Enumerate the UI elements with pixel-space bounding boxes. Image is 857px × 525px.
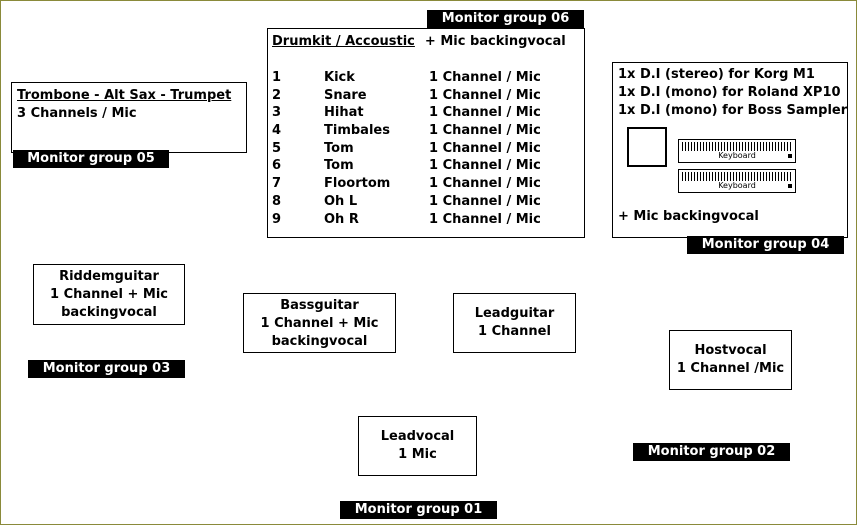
- monitor-group-01: Monitor group 01: [340, 501, 497, 519]
- drumkit-row: 5 Tom 1 Channel / Mic: [272, 140, 582, 158]
- drumkit-row-instrument: Snare: [324, 87, 367, 103]
- riddemguitar-box: Riddemguitar 1 Channel + Mic backingvoca…: [33, 264, 185, 325]
- drumkit-header: Drumkit / Accoustic + Mic backingvocal: [272, 34, 566, 49]
- drumkit-row-number: 9: [272, 211, 282, 227]
- drumkit-row-instrument: Tom: [324, 158, 354, 174]
- keys-backingvocal: + Mic backingvocal: [618, 209, 759, 224]
- leadvocal-title: Leadvocal: [380, 429, 455, 444]
- monitor-group-06: Monitor group 06: [427, 10, 584, 28]
- monitor-group-03: Monitor group 03: [28, 360, 185, 378]
- drumkit-row-instrument: Hihat: [324, 105, 364, 121]
- riddemguitar-vocal: backingvocal: [61, 305, 157, 320]
- keyboard-icon: Keyboard: [678, 169, 796, 193]
- bassguitar-vocal: backingvocal: [271, 334, 368, 349]
- drumkit-row-instrument: Oh R: [324, 211, 359, 227]
- drumkit-row: 3 Hihat 1 Channel / Mic: [272, 104, 582, 122]
- bassguitar-box: Bassguitar 1 Channel + Mic backingvocal: [243, 293, 396, 353]
- drumkit-row-channel: 1 Channel / Mic: [429, 123, 541, 139]
- drumkit-row-instrument: Floortom: [324, 176, 391, 192]
- drumkit-title: Drumkit / Accoustic: [272, 34, 415, 49]
- drumkit-row-number: 3: [272, 105, 282, 121]
- bassguitar-channel: 1 Channel + Mic: [260, 316, 379, 331]
- hostvocal-box: Hostvocal 1 Channel /Mic: [669, 330, 792, 390]
- drumkit-box: Drumkit / Accoustic + Mic backingvocal 1 K…: [267, 28, 585, 238]
- drumkit-row-channel: 1 Channel / Mic: [429, 211, 541, 227]
- drumkit-row-channel: 1 Channel / Mic: [429, 70, 541, 85]
- drumkit-row: 8 Oh L 1 Channel / Mic: [272, 193, 582, 211]
- drumkit-row-channel: 1 Channel / Mic: [429, 193, 541, 209]
- drumkit-row-channel: 1 Channel / Mic: [429, 176, 541, 192]
- drumkit-row-instrument: Kick: [324, 70, 355, 85]
- leadguitar-box: Leadguitar 1 Channel: [453, 293, 576, 353]
- drumkit-row-number: 7: [272, 176, 282, 192]
- drumkit-row: 9 Oh R 1 Channel / Mic: [272, 211, 582, 229]
- drumkit-row-instrument: Timbales: [324, 123, 390, 139]
- hostvocal-channel: 1 Channel /Mic: [676, 361, 785, 376]
- horns-box: Trombone - Alt Sax - Trumpet 3 Channels …: [11, 82, 247, 153]
- monitor-group-04: Monitor group 04: [687, 236, 844, 254]
- horns-channels: 3 Channels / Mic: [17, 106, 137, 121]
- drumkit-row-instrument: Oh L: [324, 193, 358, 209]
- bassguitar-title: Bassguitar: [280, 298, 359, 313]
- drumkit-row-number: 2: [272, 87, 282, 103]
- sampler-square-icon: [627, 127, 667, 167]
- keys-di-boss: 1x D.I (mono) for Boss Sampler: [618, 103, 848, 118]
- drumkit-row-instrument: Tom: [324, 140, 354, 156]
- monitor-group-05: Monitor group 05: [13, 150, 169, 168]
- hostvocal-title: Hostvocal: [694, 343, 767, 358]
- keyboard-label: Keyboard: [718, 151, 756, 160]
- drumkit-backingvocal: + Mic backingvocal: [424, 34, 566, 49]
- keys-di-roland: 1x D.I (mono) for Roland XP10: [618, 85, 841, 100]
- drumkit-row-channel: 1 Channel / Mic: [429, 158, 541, 174]
- leadguitar-title: Leadguitar: [474, 306, 555, 321]
- drumkit-row: 7 Floortom 1 Channel / Mic: [272, 175, 582, 193]
- drumkit-channel-list: 1 Kick 1 Channel / Mic 2 Snare 1 Channel / Mi…: [272, 69, 582, 228]
- monitor-group-02: Monitor group 02: [633, 443, 790, 461]
- drumkit-row-number: 1: [272, 70, 282, 85]
- keyboard-icon: Keyboard: [678, 139, 796, 163]
- drumkit-row-channel: 1 Channel / Mic: [429, 105, 541, 121]
- drumkit-row-number: 6: [272, 158, 282, 174]
- drumkit-row-number: 8: [272, 193, 282, 209]
- leadvocal-box: Leadvocal 1 Mic: [358, 416, 477, 476]
- drumkit-row: 4 Timbales 1 Channel / Mic: [272, 122, 582, 140]
- drumkit-row-number: 5: [272, 140, 282, 156]
- drumkit-row: 1 Kick 1 Channel / Mic: [272, 69, 582, 87]
- riddemguitar-title: Riddemguitar: [59, 269, 159, 284]
- drumkit-row-channel: 1 Channel / Mic: [429, 87, 541, 103]
- keys-di-korg: 1x D.I (stereo) for Korg M1: [618, 67, 815, 82]
- drumkit-row: 6 Tom 1 Channel / Mic: [272, 157, 582, 175]
- riddemguitar-channel: 1 Channel + Mic: [50, 287, 168, 302]
- drumkit-row-channel: 1 Channel / Mic: [429, 140, 541, 156]
- drumkit-row-number: 4: [272, 123, 282, 139]
- keys-box: 1x D.I (stereo) for Korg M1 1x D.I (mono…: [612, 62, 848, 238]
- leadguitar-channel: 1 Channel: [478, 324, 551, 339]
- drumkit-row: 2 Snare 1 Channel / Mic: [272, 87, 582, 105]
- keyboard-label: Keyboard: [718, 181, 756, 190]
- horns-title: Trombone - Alt Sax - Trumpet: [17, 88, 232, 103]
- leadvocal-mic: 1 Mic: [398, 447, 437, 462]
